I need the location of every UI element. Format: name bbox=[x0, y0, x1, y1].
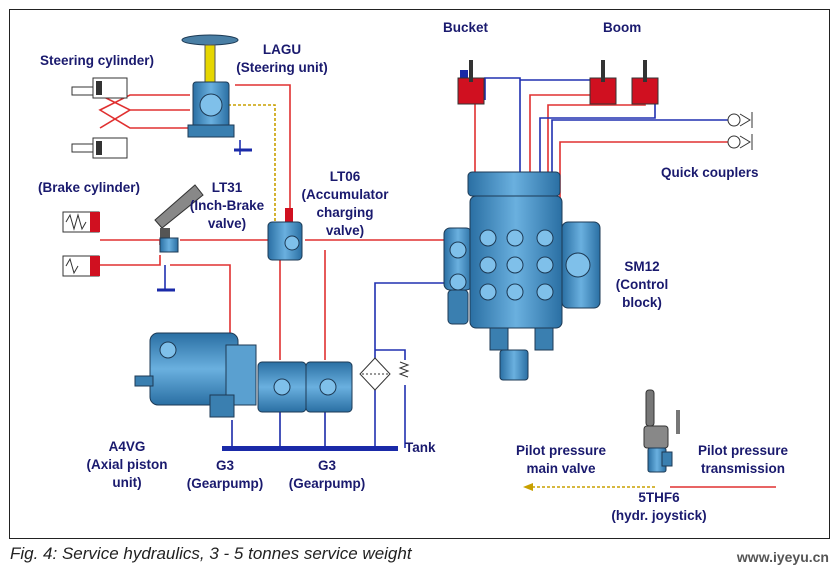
diagram-frame bbox=[9, 9, 830, 539]
sm12-sublabel-2: block) bbox=[622, 295, 662, 310]
control-block bbox=[443, 171, 601, 381]
thf6-sublabel: (hydr. joystick) bbox=[611, 508, 706, 523]
steering-cylinder-top bbox=[71, 77, 128, 99]
steering-cylinder-bottom bbox=[71, 137, 128, 159]
g3-right-sublabel: (Gearpump) bbox=[289, 476, 366, 491]
brake-cylinder-bottom bbox=[62, 255, 100, 277]
tank-line bbox=[222, 446, 398, 451]
a4vg-sublabel-1: (Axial piston bbox=[86, 457, 167, 472]
hydraulic-joystick bbox=[643, 389, 680, 473]
gear-pump-right bbox=[305, 361, 353, 413]
steering-cylinder-label: Steering cylinder) bbox=[40, 53, 154, 68]
boom-cylinder-right bbox=[631, 60, 659, 105]
steering-unit bbox=[181, 34, 252, 152]
quick-coupler-top bbox=[727, 112, 753, 128]
pilot-trans-sublabel: transmission bbox=[701, 461, 785, 476]
quick-coupler-bottom bbox=[727, 134, 753, 150]
watermark: www.iyeyu.cn bbox=[736, 549, 829, 565]
lt06-sublabel-1: (Accumulator bbox=[301, 187, 389, 202]
boom-cylinder-left bbox=[589, 60, 617, 105]
a4vg-sublabel-2: unit) bbox=[112, 475, 141, 490]
boom-label: Boom bbox=[603, 20, 641, 35]
tank-label: Tank bbox=[405, 440, 436, 455]
pilot-main-label: Pilot pressure bbox=[516, 443, 607, 458]
sm12-label: SM12 bbox=[624, 259, 659, 274]
g3-right-label: G3 bbox=[318, 458, 337, 473]
pilot-lines bbox=[218, 104, 655, 488]
a4vg-label: A4VG bbox=[109, 439, 146, 454]
pilot-main-sublabel: main valve bbox=[526, 461, 596, 476]
pressure-lines bbox=[98, 84, 776, 488]
inch-brake-valve bbox=[154, 184, 204, 292]
gear-pump-left bbox=[257, 361, 307, 413]
bucket-label: Bucket bbox=[443, 20, 489, 35]
lt06-sublabel-3: valve) bbox=[326, 223, 364, 238]
lt31-sublabel-1: (Inch-Brake bbox=[190, 198, 265, 213]
figure-caption: Fig. 4: Service hydraulics, 3 - 5 tonnes… bbox=[10, 544, 412, 563]
bucket-cylinder bbox=[457, 60, 485, 105]
lt06-label: LT06 bbox=[330, 169, 361, 184]
sm12-sublabel-1: (Control bbox=[616, 277, 668, 292]
quick-couplers-label: Quick couplers bbox=[661, 165, 759, 180]
tank-drops bbox=[231, 412, 326, 446]
axial-piston-pump bbox=[134, 332, 257, 418]
lagu-sublabel: (Steering unit) bbox=[236, 60, 328, 75]
brake-cylinder-top bbox=[62, 211, 100, 233]
pilot-trans-label: Pilot pressure bbox=[698, 443, 789, 458]
lt31-label: LT31 bbox=[212, 180, 243, 195]
brake-cylinder-label: (Brake cylinder) bbox=[38, 180, 140, 195]
thf6-label: 5THF6 bbox=[638, 490, 680, 505]
lt06-sublabel-2: charging bbox=[316, 205, 373, 220]
pilot-arrow bbox=[523, 483, 533, 491]
filter bbox=[359, 357, 410, 391]
g3-left-label: G3 bbox=[216, 458, 235, 473]
lagu-label: LAGU bbox=[263, 42, 301, 57]
g3-left-sublabel: (Gearpump) bbox=[187, 476, 264, 491]
lt31-sublabel-2: valve) bbox=[208, 216, 246, 231]
accumulator-charging-valve bbox=[267, 208, 303, 261]
